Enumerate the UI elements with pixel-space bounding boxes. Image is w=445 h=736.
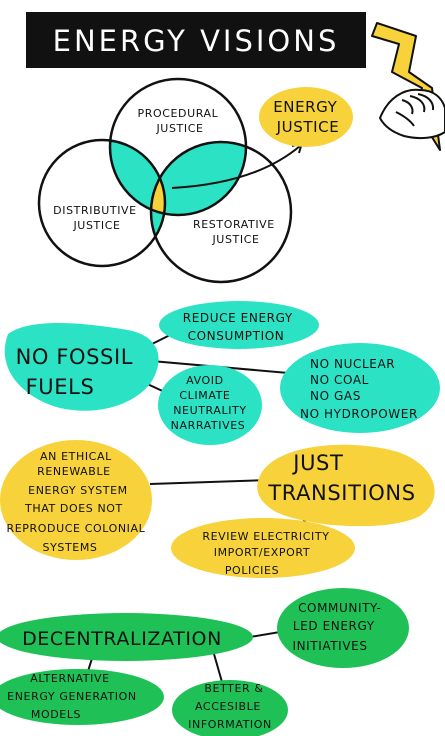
avoid-climate-label: AVOID CLIMATE NEUTRALITY NARRATIVES	[171, 374, 251, 432]
venn-overlap-procedural-distributive	[110, 140, 165, 215]
just-transitions-label: JUST TRANSITIONS	[267, 451, 415, 505]
avoid-climate-blob	[158, 365, 262, 445]
venn-diagram: PROCEDURAL JUSTICE DISTRIBUTIVE JUSTICE …	[37, 77, 353, 284]
no-nuclear-blob	[280, 343, 440, 433]
venn-label-restorative: RESTORATIVE JUSTICE	[193, 218, 279, 246]
hand-lightning-icon	[371, 22, 445, 151]
community-led-blob	[277, 588, 409, 668]
no-energy-sources-list: NO NUCLEAR NO COAL NO GAS NO HYDROPOWER	[300, 357, 418, 421]
alternative-energy-blob	[0, 669, 164, 725]
connector-ethical	[149, 479, 271, 485]
no-fossil-fuels-cluster: NO FOSSIL FUELS REDUCE ENERGY CONSUMPTIO…	[4, 301, 440, 445]
reduce-energy-label: REDUCE ENERGY CONSUMPTION	[183, 311, 297, 343]
decentralization-blob	[0, 613, 253, 661]
review-electricity-blob	[171, 518, 355, 578]
decentralization-label: DECENTRALIZATION	[22, 628, 222, 650]
venn-label-distributive: DISTRIBUTIVE JUSTICE	[53, 204, 141, 232]
venn-circle-distributive	[37, 138, 167, 268]
no-fossil-fuels-blob	[4, 323, 159, 411]
no-fossil-fuels-label: NO FOSSIL FUELS	[16, 345, 141, 399]
arrow-to-energy-justice	[171, 145, 301, 189]
ethical-system-label: AN ETHICAL RENEWABLE ENERGY SYSTEM THAT …	[7, 450, 150, 554]
title-background	[26, 12, 366, 68]
energy-justice-label: ENERGY JUSTICE	[273, 98, 343, 136]
better-information-label: BETTER & ACCESIBLE INFORMATION	[188, 682, 272, 731]
decentralization-cluster: DECENTRALIZATION COMMUNITY- LED ENERGY I…	[0, 588, 409, 736]
better-information-blob	[172, 680, 288, 736]
community-led-label: COMMUNITY- LED ENERGY INITIATIVES	[292, 601, 385, 653]
page-title: ENERGY VISIONS	[53, 24, 340, 58]
reduce-energy-blob	[159, 301, 319, 349]
venn-label-procedural: PROCEDURAL JUSTICE	[137, 107, 222, 135]
venn-circle-restorative	[149, 140, 293, 284]
energy-justice-blob	[259, 87, 353, 147]
connector-better	[213, 653, 223, 683]
just-transitions-cluster: AN ETHICAL RENEWABLE ENERGY SYSTEM THAT …	[0, 440, 435, 578]
just-transitions-blob	[257, 444, 435, 527]
review-electricity-label: REVIEW ELECTRICITY IMPORT/EXPORT POLICIE…	[202, 530, 333, 577]
ethical-system-blob	[0, 440, 152, 560]
title-banner: ENERGY VISIONS	[26, 12, 366, 68]
alternative-energy-label: ALTERNATIVE ENERGY GENERATION MODELS	[7, 672, 141, 721]
